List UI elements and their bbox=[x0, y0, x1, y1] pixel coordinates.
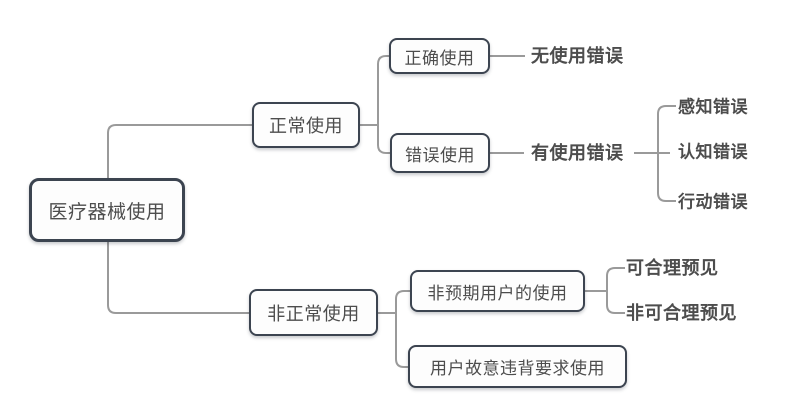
label-no-use-error[interactable]: 无使用错误 bbox=[531, 45, 624, 66]
node-intentional-violation-use[interactable]: 用户故意违背要求使用 bbox=[408, 345, 627, 388]
label-cognition-error[interactable]: 认知错误 bbox=[678, 142, 748, 162]
label-perception-error[interactable]: 感知错误 bbox=[678, 97, 748, 117]
connector-root-to-normal-use bbox=[107, 124, 252, 178]
node-abnormal-use[interactable]: 非正常使用 bbox=[249, 289, 378, 336]
connector-abnormal-use-spine bbox=[395, 290, 410, 368]
bracket-foreseeability bbox=[606, 267, 625, 314]
node-wrong-use[interactable]: 错误使用 bbox=[390, 133, 490, 173]
label-has-use-error[interactable]: 有使用错误 bbox=[531, 142, 624, 163]
node-medical-device-use[interactable]: 医疗器械使用 bbox=[29, 178, 185, 242]
node-normal-use[interactable]: 正常使用 bbox=[252, 102, 360, 148]
node-unintended-user-use[interactable]: 非预期用户的使用 bbox=[410, 270, 585, 312]
label-not-reasonably-foreseeable[interactable]: 非可合理预见 bbox=[626, 302, 737, 323]
connector-normal-use-spine bbox=[377, 55, 390, 154]
bracket-error-types bbox=[657, 105, 676, 202]
connector-root-to-abnormal-use bbox=[107, 242, 249, 314]
label-action-error[interactable]: 行动错误 bbox=[678, 192, 748, 212]
label-reasonably-foreseeable[interactable]: 可合理预见 bbox=[626, 257, 719, 278]
node-correct-use[interactable]: 正确使用 bbox=[389, 38, 490, 74]
